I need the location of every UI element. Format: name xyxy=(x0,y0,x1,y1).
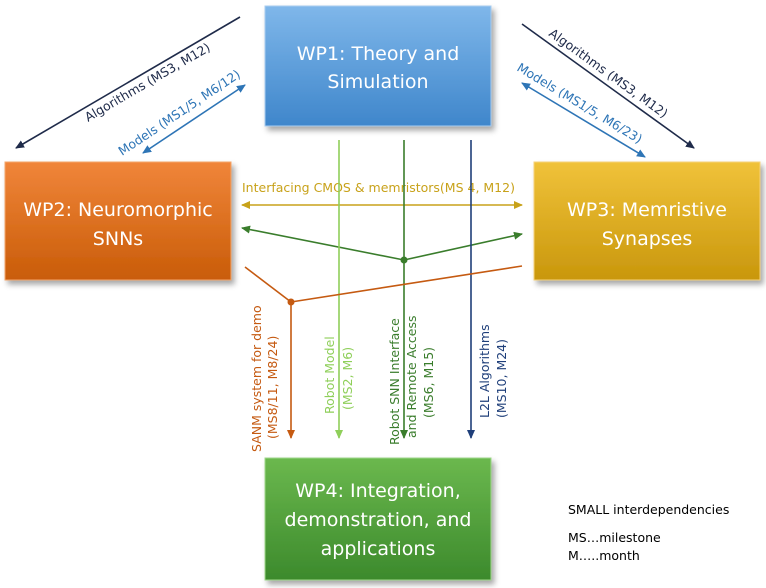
wp3-box: WP3: Memristive Synapses xyxy=(533,161,761,281)
wp2-title-line2: SNNs xyxy=(93,228,143,250)
arrow-models-right xyxy=(521,82,646,158)
wp4-title-line1: WP4: Integration, xyxy=(295,480,461,502)
legend-m: M…..month xyxy=(568,548,640,563)
label-sanm-line2: (MS8/11, M8/24) xyxy=(265,336,280,439)
wp2-box: WP2: Neuromorphic SNNs xyxy=(4,161,232,281)
junction-green xyxy=(400,256,408,264)
label-robot-model-line2: (MS2, M6) xyxy=(340,347,355,410)
legend-title: SMALL interdependencies xyxy=(568,502,729,517)
wp4-box: WP4: Integration, demonstration, and app… xyxy=(264,457,492,581)
wp2-title-line1: WP2: Neuromorphic xyxy=(23,199,213,221)
arrow-algorithms-left xyxy=(15,16,241,149)
arrow-models-left xyxy=(142,84,246,154)
wp3-title-line2: Synapses xyxy=(602,228,693,250)
line-orange-from-wp2 xyxy=(244,266,292,303)
wp4-title-line3: applications xyxy=(321,538,436,560)
junction-orange xyxy=(287,298,295,306)
label-models-right: Models (MS1/5, M6/23) xyxy=(514,60,645,147)
wp4-title-line2: demonstration, and xyxy=(285,509,472,531)
line-orange-from-wp3 xyxy=(290,265,523,303)
label-l2l-line2: (MS10, M24) xyxy=(494,339,509,418)
arrow-green-to-wp2 xyxy=(241,225,405,261)
label-interfacing: Interfacing CMOS & memristors(MS 4, M12) xyxy=(242,180,515,195)
wp3-title-line1: WP3: Memristive xyxy=(567,199,727,221)
legend-ms: MS…milestone xyxy=(568,530,661,545)
label-l2l-line1: L2L Algorithms xyxy=(477,324,492,418)
label-robot-snn-line2: and Remote Access xyxy=(404,316,419,439)
label-robot-snn-line3: (MS6, M15) xyxy=(421,347,436,418)
arrow-green-to-wp3 xyxy=(403,231,523,261)
wp1-title-line1: WP1: Theory and xyxy=(297,43,460,65)
label-algorithms-right: Algorithms (MS3, M12) xyxy=(546,25,671,121)
label-robot-model-line1: Robot Model xyxy=(322,336,337,414)
label-robot-snn-line1: Robot SNN Interface xyxy=(387,318,402,445)
wp1-box: WP1: Theory and Simulation xyxy=(264,5,492,127)
label-sanm-line1: SANM system for demo xyxy=(249,305,264,452)
wp1-title-line2: Simulation xyxy=(327,71,428,93)
